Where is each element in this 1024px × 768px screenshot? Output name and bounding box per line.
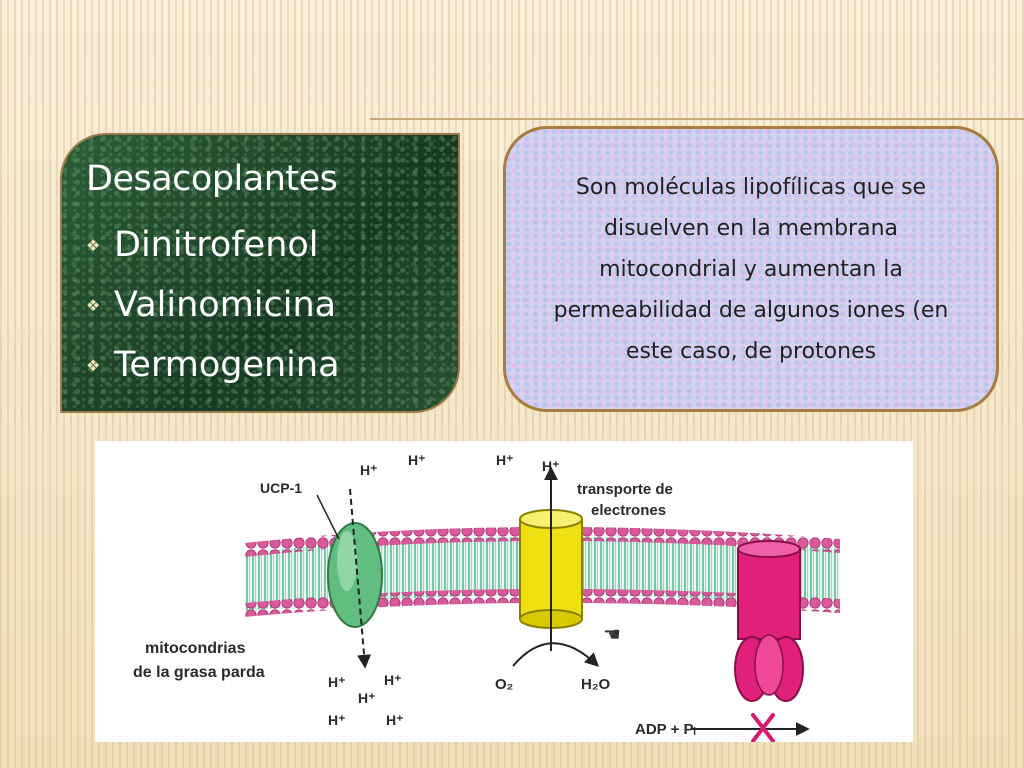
- proton-label: H⁺: [328, 712, 346, 728]
- list-item-label: Valinomicina: [114, 285, 337, 325]
- adp-label: ADP + Pᵢ: [635, 721, 696, 738]
- proton-label: H⁺: [384, 672, 402, 688]
- list-item-label: Dinitrofenol: [114, 225, 319, 265]
- membrane-diagram: UCP-1 transporte de electrones ☚ ADP + P…: [95, 441, 913, 742]
- atp-synthase-head-center: [754, 634, 784, 696]
- uncouplers-list: ❖ Dinitrofenol ❖ Valinomicina ❖ Termogen…: [86, 215, 340, 395]
- proton-label: H⁺: [408, 452, 426, 468]
- top-divider-line: [370, 118, 1024, 120]
- o2-to-h2o-arrow: [512, 642, 600, 667]
- panel-title: Desacoplantes: [86, 159, 338, 199]
- transport-label-line1: transporte de: [577, 481, 673, 498]
- list-item-label: Termogenina: [114, 345, 340, 385]
- ucp1-highlight: [337, 531, 357, 591]
- proton-label: H⁺: [496, 452, 514, 468]
- definition-box: Son moléculas lipofílicas que se disuelv…: [503, 126, 999, 412]
- list-item: ❖ Dinitrofenol: [86, 215, 340, 275]
- proton-label: H⁺: [328, 674, 346, 690]
- membrane-diagram-svg: UCP-1 transporte de electrones ☚ ADP + P…: [133, 452, 840, 742]
- h2o-label: H₂O: [581, 676, 610, 693]
- list-item: ❖ Termogenina: [86, 335, 340, 395]
- diamond-bullet-icon: ❖: [86, 295, 101, 315]
- blocked-x-icon: [751, 713, 775, 742]
- definition-text: Son moléculas lipofílicas que se disuelv…: [553, 174, 949, 364]
- diamond-bullet-icon: ❖: [86, 355, 101, 375]
- mito-label-line2: de la grasa parda: [133, 664, 265, 681]
- proton-label: H⁺: [358, 690, 376, 706]
- proton-label: H⁺: [360, 462, 378, 478]
- ucp1-label: UCP-1: [260, 480, 302, 496]
- membrane-top-heads: [245, 526, 840, 557]
- proton-label: H⁺: [386, 712, 404, 728]
- ucp1-pointer: [316, 494, 340, 540]
- uncouplers-panel: Desacoplantes ❖ Dinitrofenol ❖ Valinomic…: [60, 133, 460, 413]
- o2-label: O₂: [495, 676, 513, 693]
- hand-icon: ☚: [603, 622, 621, 646]
- proton-label: H⁺: [542, 458, 560, 474]
- membrane-bottom-heads: [245, 588, 840, 617]
- transport-label-line2: electrones: [591, 502, 666, 519]
- atp-synthase-top: [737, 540, 801, 558]
- list-item: ❖ Valinomicina: [86, 275, 340, 335]
- mito-label-line1: mitocondrias: [145, 640, 246, 657]
- diamond-bullet-icon: ❖: [86, 235, 101, 255]
- atp-synthase-stalk: [737, 548, 801, 640]
